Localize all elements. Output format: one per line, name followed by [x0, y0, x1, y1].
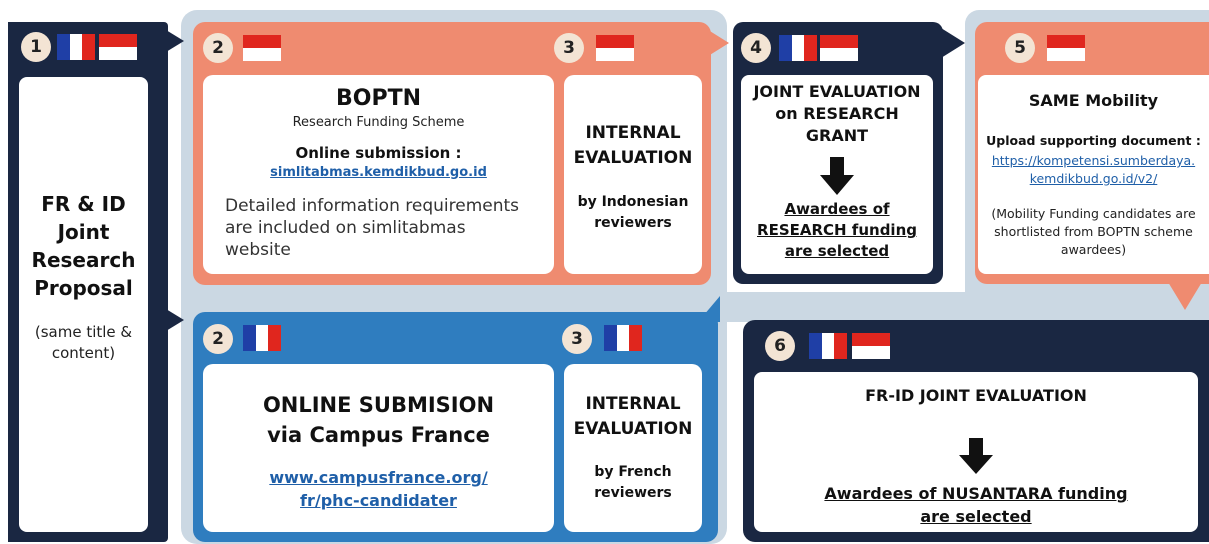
step3-fr-card: INTERNAL EVALUATION by French reviewers	[564, 364, 702, 532]
step4-card: JOINT EVALUATION on RESEARCH GRANT Award…	[741, 75, 933, 274]
campusfrance-link[interactable]: www.campusfrance.org/	[269, 468, 488, 487]
online-submission-title: ONLINE SUBMISION via Campus France	[262, 393, 495, 447]
step1-title: FR & ID Joint Research Proposal	[31, 192, 136, 300]
step4-pointer	[941, 28, 965, 58]
step1-pointer-bottom	[166, 309, 184, 331]
campusfrance-link-wrap: www.campusfrance.org/ fr/phc-candidater	[203, 466, 554, 512]
online-submission-label: Online submission :	[295, 144, 462, 162]
step3-id-number: 3	[554, 33, 584, 63]
indonesia-flag-icon	[243, 35, 281, 61]
indonesia-track-pointer	[705, 28, 729, 58]
indonesia-flag-icon	[1047, 35, 1085, 61]
indonesia-flag-icon	[852, 333, 890, 359]
step1-number: 1	[21, 32, 51, 62]
step3-fr-number: 3	[562, 324, 592, 354]
step6-top-background	[727, 292, 1209, 322]
kompetensi-link[interactable]: https://kompetensi.sumberdaya.	[991, 153, 1196, 168]
indonesia-flag-icon	[99, 34, 137, 60]
step3-fr-title: INTERNAL EVALUATION	[573, 394, 693, 439]
step6-result: Awardees of NUSANTARA funding are select…	[824, 484, 1128, 526]
step3-id-card: INTERNAL EVALUATION by Indonesian review…	[564, 75, 702, 274]
boptn-subtitle: Research Funding Scheme	[292, 115, 465, 130]
kompetensi-link[interactable]: kemdikbud.go.id/v2/	[1029, 171, 1158, 186]
step3-id-reviewers: by Indonesian reviewers	[577, 194, 689, 231]
upload-label: Upload supporting document :	[986, 133, 1201, 148]
step5-pointer	[1168, 282, 1202, 310]
france-flag-icon	[809, 333, 848, 359]
step6-card: FR-ID JOINT EVALUATION Awardees of NUSAN…	[754, 372, 1198, 532]
down-arrow-icon	[959, 438, 993, 474]
step1-card: FR & ID Joint Research Proposal (same ti…	[19, 77, 148, 532]
step2-fr-number: 2	[203, 324, 233, 354]
campusfrance-link[interactable]: fr/phc-candidater	[300, 491, 457, 510]
step5-card: SAME Mobility Upload supporting document…	[978, 75, 1209, 274]
step2-fr-card: ONLINE SUBMISION via Campus France www.c…	[203, 364, 554, 532]
step1-pointer-top	[166, 30, 184, 52]
down-arrow-icon	[820, 157, 854, 195]
step3-id-title: INTERNAL EVALUATION	[573, 123, 693, 168]
simlitabmas-link-wrap: simlitabmas.kemdikbud.go.id	[203, 165, 554, 180]
step5-note: (Mobility Funding candidates are shortli…	[991, 206, 1196, 257]
boptn-title: BOPTN	[335, 86, 421, 111]
step6-number: 6	[765, 331, 795, 361]
step6-title: FR-ID JOINT EVALUATION	[865, 386, 1087, 405]
indonesia-flag-icon	[820, 35, 858, 61]
kompetensi-link-wrap: https://kompetensi.sumberdaya. kemdikbud…	[978, 152, 1209, 188]
step4-result: Awardees of RESEARCH funding are selecte…	[757, 200, 917, 260]
france-flag-icon	[604, 325, 643, 351]
step4-number: 4	[741, 33, 771, 63]
step2-id-number: 2	[203, 33, 233, 63]
same-mobility-title: SAME Mobility	[1028, 91, 1159, 110]
step1-note: (same title & content)	[34, 323, 133, 362]
step5-number: 5	[1005, 33, 1035, 63]
step4-title: JOINT EVALUATION on RESEARCH GRANT	[753, 82, 921, 145]
indonesia-flag-icon	[596, 35, 634, 61]
france-flag-icon	[243, 325, 282, 351]
boptn-info: Detailed information requirements are in…	[225, 196, 520, 260]
step2-id-card: BOPTN Research Funding Scheme Online sub…	[203, 75, 554, 274]
france-flag-icon	[57, 34, 96, 60]
france-track-pointer	[698, 296, 720, 322]
step3-fr-reviewers: by French reviewers	[594, 464, 672, 501]
simlitabmas-link[interactable]: simlitabmas.kemdikbud.go.id	[270, 165, 487, 180]
france-flag-icon	[779, 35, 818, 61]
